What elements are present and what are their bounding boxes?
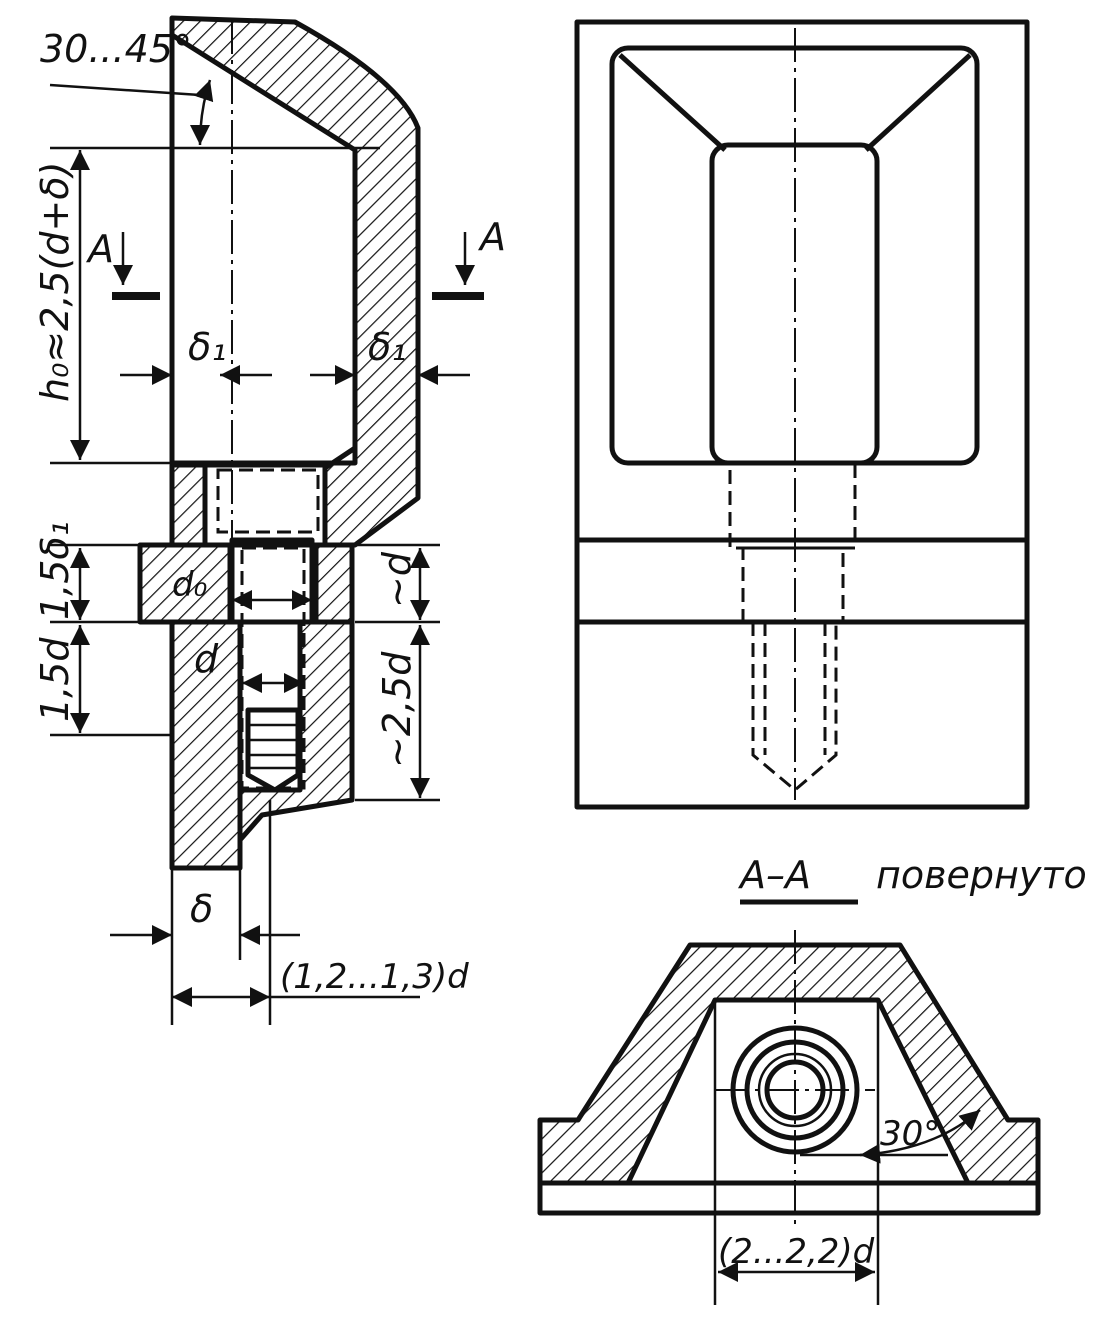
angle-range-label: 30...45° bbox=[40, 27, 192, 71]
delta1-right-label: δ₁ bbox=[368, 325, 406, 369]
section-mark-right bbox=[432, 232, 484, 300]
screw-shank bbox=[240, 546, 306, 790]
clamped-plate-right bbox=[313, 542, 355, 625]
angle-30-label: 30° bbox=[880, 1114, 940, 1154]
section-mark-left bbox=[112, 232, 160, 300]
section-note: повернуто bbox=[876, 853, 1087, 897]
screw-clearance-hidden bbox=[741, 546, 845, 624]
base-part-right bbox=[237, 619, 355, 843]
height-approx-d-label: ~d bbox=[375, 551, 419, 608]
side-view bbox=[574, 19, 1030, 810]
section-dimensions bbox=[713, 1000, 981, 1305]
h0-label: h₀≈2,5(d+δ) bbox=[33, 162, 77, 402]
screw-head-hidden bbox=[728, 461, 857, 550]
screw-thread-inner-hidden bbox=[763, 622, 827, 755]
delta-label: δ bbox=[190, 887, 213, 931]
height-15delta1-label: 1,5δ₁ bbox=[33, 521, 77, 620]
hook-neck-left bbox=[169, 462, 208, 548]
d0-label: d₀ bbox=[172, 565, 208, 605]
screw-head-pocket bbox=[202, 462, 328, 548]
width-12-13d-label: (1,2...1,3)d bbox=[280, 957, 469, 997]
height-approx-25d-label: ~2,5d bbox=[375, 651, 419, 768]
section-aa-view: A–A повернуто 30° (2...2,2)d bbox=[537, 853, 1087, 1305]
side-view-frame bbox=[574, 19, 1030, 810]
section-mark-right-label: A bbox=[477, 215, 506, 259]
main-section-view: 30...45° h₀≈2,5(d+δ) A A δ₁ δ₁ d₀ 1,5δ₁ … bbox=[33, 15, 506, 1025]
delta1-left-label: δ₁ bbox=[188, 325, 226, 369]
section-title: A–A bbox=[737, 853, 811, 897]
base-part bbox=[169, 619, 243, 871]
thread-lines bbox=[248, 723, 298, 770]
diameter-d-label: d bbox=[194, 637, 219, 681]
screw-thread-hidden bbox=[751, 622, 838, 792]
thread-end bbox=[245, 707, 301, 793]
dimension-lines bbox=[49, 79, 470, 1025]
width-2-22d-label: (2...2,2)d bbox=[718, 1232, 875, 1272]
section-mark-left-label: A bbox=[85, 227, 114, 271]
height-15d-label: 1,5d bbox=[33, 637, 77, 722]
hook-chamfer-lines bbox=[618, 53, 972, 152]
section-plate bbox=[537, 1180, 1041, 1216]
screw-head bbox=[216, 468, 320, 534]
screw-clearance-hole bbox=[229, 537, 315, 625]
